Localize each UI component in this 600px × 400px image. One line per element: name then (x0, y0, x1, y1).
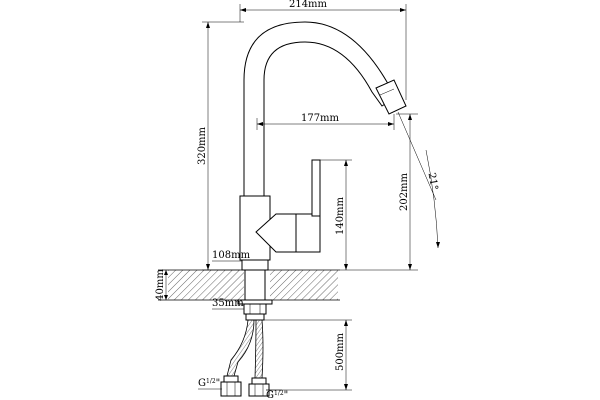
svg-text:G1/2": G1/2" (198, 378, 220, 389)
shank (244, 269, 266, 301)
dim-overall-width: 214mm (239, 0, 407, 100)
connector-label-left: G1/2" (198, 378, 222, 390)
spray-head-line (379, 88, 395, 96)
dim-handle-height: 140mm (320, 159, 352, 270)
handle-lever (311, 159, 321, 217)
fitting-right (251, 377, 267, 385)
hose-collar (245, 313, 265, 321)
dim-spout-reach-label: 177mm (301, 113, 340, 124)
dim-handle-height-label: 140mm (335, 196, 346, 235)
dim-outlet-height-label: 202mm (399, 172, 410, 211)
hose-right (254, 319, 264, 379)
handle-hub (295, 213, 321, 253)
dim-total-height: 320mm (197, 21, 244, 271)
dim-outlet-height: 202mm (340, 113, 418, 271)
dim-base: 108mm (212, 250, 251, 262)
dim-shank-diameter-label: 35mm (212, 298, 244, 309)
fitting-left-nut (220, 381, 242, 397)
dim-deck-thickness-label: 40mm (155, 269, 166, 301)
connector-right-suffix: " (284, 390, 289, 400)
connector-left-fraction: 1/2 (206, 378, 216, 385)
dim-total-height-label: 320mm (197, 126, 208, 165)
connector-right-prefix: G (266, 390, 274, 400)
connector-left-suffix: " (216, 378, 221, 389)
dim-overall-width-label: 214mm (289, 0, 328, 10)
hose-left (226, 319, 255, 377)
mounting-nut (243, 303, 267, 315)
dim-shank-diameter: 35mm (212, 298, 244, 310)
deck-hatch-right (270, 270, 338, 300)
dim-deck-thickness: 40mm (155, 269, 168, 301)
connector-left-prefix: G (198, 378, 206, 389)
svg-text:G1/2": G1/2" (266, 390, 288, 400)
dim-base-label: 108mm (212, 250, 251, 261)
dim-swivel-angle-label: 21° (426, 172, 440, 191)
fitting-left (223, 375, 239, 383)
connector-right-fraction: 1/2 (274, 390, 284, 397)
hoses (220, 319, 270, 397)
dim-swivel-angle: 21° (397, 111, 440, 249)
base-ring (241, 259, 269, 271)
dim-hose-length: 500mm (262, 319, 352, 391)
dim-spout-reach: 177mm (256, 113, 395, 130)
connector-label-right: G1/2" (266, 389, 288, 400)
deck-hatch-left (168, 270, 244, 300)
deck-section (158, 269, 340, 301)
faucet (239, 21, 407, 271)
spray-head (375, 79, 407, 115)
dim-hose-length-label: 500mm (335, 332, 346, 371)
